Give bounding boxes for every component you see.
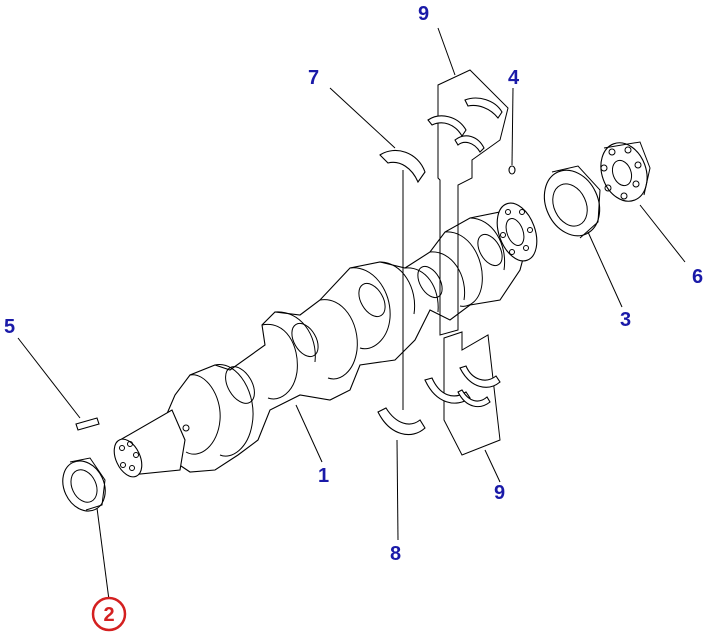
crankshaft[interactable] [109, 198, 545, 482]
lower-bearing-shell[interactable] [377, 407, 426, 436]
front-gear-ring[interactable] [55, 454, 113, 518]
rear-pin[interactable] [508, 165, 516, 175]
callout-5: 5 [4, 316, 15, 338]
callout-3: 3 [620, 309, 631, 331]
thrust-washers-lower[interactable] [424, 331, 501, 456]
flange-plate[interactable] [593, 136, 655, 207]
callout-1: 1 [318, 465, 329, 487]
callout-9-top: 9 [418, 3, 429, 25]
callout-7: 7 [308, 67, 319, 89]
thrust-washers-upper[interactable] [427, 69, 509, 336]
upper-bearing-shell[interactable] [379, 150, 426, 184]
callout-8: 8 [390, 543, 401, 565]
callout-2: 2 [103, 604, 114, 626]
rear-gear-ring[interactable] [534, 161, 610, 245]
highlight-circle[interactable] [91, 596, 127, 632]
leader-lines [17, 27, 686, 601]
callout-4: 4 [508, 67, 520, 89]
callout-9-bottom: 9 [494, 482, 505, 504]
callout-6: 6 [692, 266, 703, 288]
front-pin[interactable] [75, 417, 100, 431]
